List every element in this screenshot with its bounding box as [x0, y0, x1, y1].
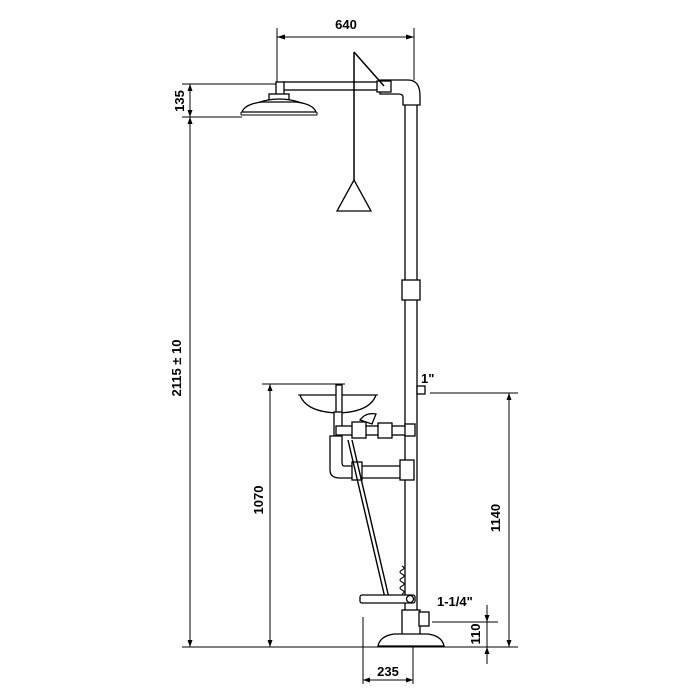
dimension-label-total-height: 2115 ± 10: [169, 339, 184, 396]
pipe-size-labels: 1" 1-1/4": [421, 371, 473, 609]
shower-head: [240, 93, 318, 116]
arrowhead: [484, 647, 490, 654]
arrowhead: [267, 384, 273, 391]
main-vertical-pipe: [404, 94, 418, 636]
pull-triangle-handle: [335, 178, 373, 212]
shower-arm-pipe: [282, 81, 384, 91]
dimension-label-head-drop: 135: [172, 90, 187, 112]
arm-fitting: [376, 80, 392, 93]
drain-trap: [329, 435, 406, 479]
dimension-label-bowl-height: 1070: [251, 486, 266, 515]
dimension-bowl-height: 1070: [251, 383, 345, 647]
foot-pedal: [359, 594, 416, 604]
drain-outlet-stub: [418, 611, 430, 627]
dimension-label-base-width: 235: [377, 664, 399, 679]
tee-fitting: [404, 423, 416, 437]
dimension-label-inlet-height: 1140: [488, 504, 503, 532]
arrowhead: [187, 640, 193, 647]
dimension-arm-length: 640: [276, 17, 415, 90]
shower-assembly: [240, 51, 426, 636]
eyewash-valve-body: [351, 421, 367, 439]
dimension-inlet-height: 1140: [430, 392, 518, 647]
arrowhead: [484, 615, 490, 622]
arrowhead: [506, 393, 512, 400]
trap-connector: [399, 459, 415, 481]
arrowhead: [187, 110, 193, 117]
valve-lever: [353, 51, 385, 87]
foot-linkage-rod: [347, 439, 386, 599]
arrowhead: [406, 677, 413, 683]
eyewash-valve-nut: [377, 422, 393, 439]
water-inlet-stub: [416, 385, 426, 395]
eyewash-assembly: [298, 384, 416, 604]
drain-size-label: 1-1/4": [437, 594, 473, 609]
dimension-total-height: 2115 ± 10: [169, 117, 193, 647]
arrowhead: [277, 34, 285, 40]
dimension-head-drop: 135: [172, 83, 285, 118]
foot-linkage-rod-2: [351, 439, 390, 599]
push-flag: [358, 412, 377, 425]
pedal-pivot: [405, 594, 415, 604]
inlet-size-label: 1": [421, 371, 434, 386]
dimension-drain-height: 110: [432, 605, 498, 664]
arrowhead: [363, 677, 370, 683]
pipe-coupling: [401, 279, 421, 301]
dimension-label-drain-height: 110: [468, 624, 483, 645]
eyewash-supply-pipe: [335, 425, 415, 436]
eyewash-nozzle: [335, 384, 343, 414]
head-bowl: [241, 101, 317, 113]
arrowhead: [187, 84, 193, 91]
arrowhead: [187, 117, 193, 124]
floor-base: [377, 609, 445, 647]
arrowhead: [267, 640, 273, 647]
pedal-spring: [399, 565, 405, 595]
dimension-label-arm-length: 640: [335, 17, 357, 32]
base-flange: [377, 633, 445, 647]
arrowhead: [406, 34, 414, 40]
arrowhead: [506, 640, 512, 647]
